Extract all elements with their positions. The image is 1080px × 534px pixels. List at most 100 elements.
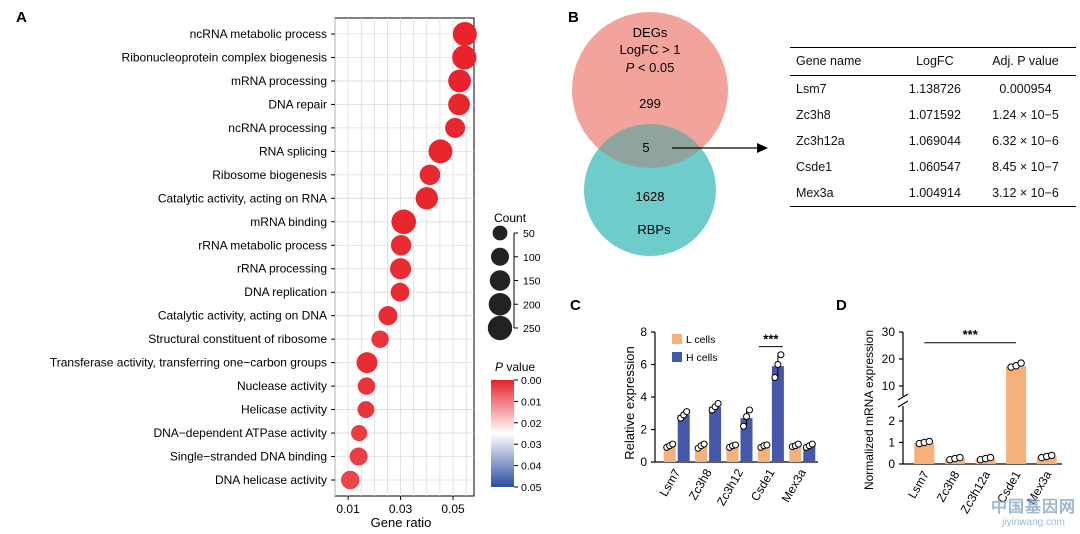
- panel-a-category-label: Ribonucleoprotein complex biogenesis: [122, 50, 327, 64]
- panel-a-category-labels: ncRNA metabolic processRibonucleoprotein…: [50, 27, 327, 487]
- panel-d-y-label: Normalized mRNA expression: [862, 330, 876, 490]
- panel-a-category-label: DNA−dependent ATPase activity: [153, 426, 327, 440]
- panel-a-category-label: DNA replication: [244, 285, 327, 299]
- panel-d-data-point: [1048, 451, 1056, 460]
- panel-a-dot-structural-constituent-of-ribosome: [371, 330, 389, 348]
- panel-d-data-point: [1017, 359, 1025, 367]
- panel-c-data-point: [808, 440, 816, 448]
- panel-a-category-label: rRNA processing: [237, 262, 327, 276]
- panel-c-x-tick-label: Zc3h8: [686, 466, 715, 502]
- table-cell-pvalue: 0.000954: [999, 82, 1052, 96]
- panel-d-bar-csde1: [1006, 365, 1027, 464]
- table-row: Mex3a 1.004914 3.12 × 10−6: [790, 180, 1076, 207]
- table-row: Zc3h12a 1.069044 6.32 × 10−6: [790, 128, 1076, 154]
- panel-d-axis-break-mark: [897, 400, 909, 408]
- panel-d-y-tick-label: 30: [882, 325, 896, 339]
- table-cell-logfc: 1.060547: [908, 160, 961, 174]
- panel-c-y-tick-label: 0: [640, 455, 647, 469]
- table-cell-logfc: 1.069044: [908, 134, 961, 148]
- panel-a-x-label: Gene ratio: [371, 515, 432, 530]
- legend-swatch-l-cells: [672, 334, 682, 344]
- panel-label-b: B: [568, 9, 579, 26]
- panel-a-dot-rna-splicing: [428, 139, 453, 164]
- panel-a-category-label: Transferase activity, transferring one−c…: [50, 356, 327, 370]
- panel-a-category-label: Catalytic activity, acting on DNA: [158, 309, 327, 323]
- panel-c-y-tick-label: 6: [640, 358, 647, 372]
- table-cell-pvalue: 8.45 × 10−7: [992, 160, 1059, 174]
- table-row: Zc3h8 1.071592 1.24 × 10−5: [790, 102, 1076, 128]
- panel-a-x-tick-label: 0.05: [441, 502, 465, 516]
- table-header-pvalue: Adj. P value: [974, 47, 1076, 76]
- watermark-line1: 中国基因网: [990, 499, 1076, 516]
- panel-a-category-label: Single−stranded DNA binding: [170, 450, 327, 464]
- panel-d-y-tick-label: 1: [888, 436, 895, 450]
- panel-d-axis-break-mark: [897, 393, 909, 401]
- watermark: 中国基因网 jiyinwang.com: [991, 493, 1076, 528]
- panel-b-venn: DEGs LogFC > 1 P < 0.05 299 5 1628 RBPs: [572, 12, 768, 256]
- venn-degs-only-count: 299: [639, 96, 661, 111]
- panel-a-category-label: RNA splicing: [259, 144, 327, 158]
- table-header-row: Gene name LogFC Adj. P value: [790, 47, 1076, 76]
- panel-c-significance-stars: ***: [763, 332, 779, 347]
- panel-d-bars: [914, 359, 1057, 464]
- count-legend-label: 150: [523, 276, 541, 288]
- panel-a-dot-helicase-activity: [357, 401, 375, 418]
- panel-c-data-point: [771, 374, 779, 381]
- panel-c-data-point: [732, 441, 739, 449]
- panel-c-bar-h-cells-zc3h8: [709, 406, 722, 462]
- panel-a-category-label: Ribosome biogenesis: [212, 168, 327, 182]
- count-legend-label: 200: [523, 299, 541, 311]
- panel-c-x-tick-label: Csde1: [748, 466, 778, 503]
- p-value-legend-label: 0.00: [521, 375, 542, 387]
- table-header-gene: Gene name: [790, 47, 895, 76]
- panel-a-dot-dna-helicase-activity: [340, 470, 360, 490]
- p-value-colorbar: [491, 380, 514, 487]
- table-cell-logfc: 1.004914: [894, 180, 975, 207]
- panel-c-bar-h-cells-csde1: [771, 366, 784, 462]
- p-value-legend-label: 0.03: [521, 439, 542, 451]
- panel-a-category-label: mRNA binding: [250, 215, 327, 229]
- panel-a-dot-single-stranded-dna-binding: [349, 447, 368, 466]
- venn-arrow-head: [757, 143, 768, 153]
- venn-degs-criterion-p: P < 0.05: [626, 60, 675, 75]
- panel-label-d: D: [836, 297, 847, 314]
- table-cell-pvalue: 1.24 × 10−5: [992, 108, 1059, 122]
- legend-swatch-h-cells: [672, 352, 682, 362]
- table-cell-gene: Csde1: [796, 160, 833, 174]
- panel-label-a: A: [16, 9, 27, 26]
- panel-c-x-tick-label: Lsm7: [657, 466, 684, 499]
- panel-c-data-point: [714, 400, 722, 407]
- table-cell-logfc: 1.138726: [908, 82, 961, 96]
- p-value-legend-label: 0.01: [521, 396, 542, 408]
- panel-d-x-tick-label: Zc3h12a: [958, 468, 994, 516]
- panel-a-dot-transferase-activity-transferring-one-carbon-groups: [356, 352, 378, 374]
- panel-a-dot-dna-repair: [448, 93, 470, 116]
- panel-a-dot-ribonucleoprotein-complex-biogenesis: [452, 45, 477, 70]
- panel-c-y-tick-label: 4: [640, 390, 647, 404]
- panel-a-dot-dna-replication: [390, 282, 410, 302]
- panel-a-category-label: Catalytic activity, acting on RNA: [158, 191, 327, 205]
- count-legend-label: 250: [523, 323, 541, 335]
- count-legend-dot-200: [488, 292, 512, 316]
- panel-d-data-point: [956, 453, 964, 462]
- panel-c-x-tick-label: Zc3h12: [714, 466, 746, 508]
- panel-d-y-tick-label: 20: [882, 352, 896, 366]
- panel-d-y-tick-label: 10: [882, 379, 896, 393]
- table-cell-gene: Lsm7: [796, 82, 827, 96]
- count-legend-dot-100: [491, 247, 509, 266]
- panel-c-data-point: [763, 441, 771, 449]
- panel-a-category-label: ncRNA metabolic process: [190, 27, 327, 41]
- panel-a-category-label: rRNA metabolic process: [198, 238, 327, 252]
- panel-a-dot-ribosome-biogenesis: [419, 164, 441, 186]
- panel-c-bar-h-cells-lsm7: [677, 414, 690, 462]
- panel-a-category-label: Nuclease activity: [237, 379, 327, 393]
- venn-degs-criterion-logfc: LogFC > 1: [619, 42, 680, 57]
- panel-a-dot-nuclease-activity: [357, 377, 376, 395]
- panel-c-data-point: [740, 422, 747, 430]
- p-value-legend: P value 0.000.010.020.030.040.05: [491, 360, 542, 494]
